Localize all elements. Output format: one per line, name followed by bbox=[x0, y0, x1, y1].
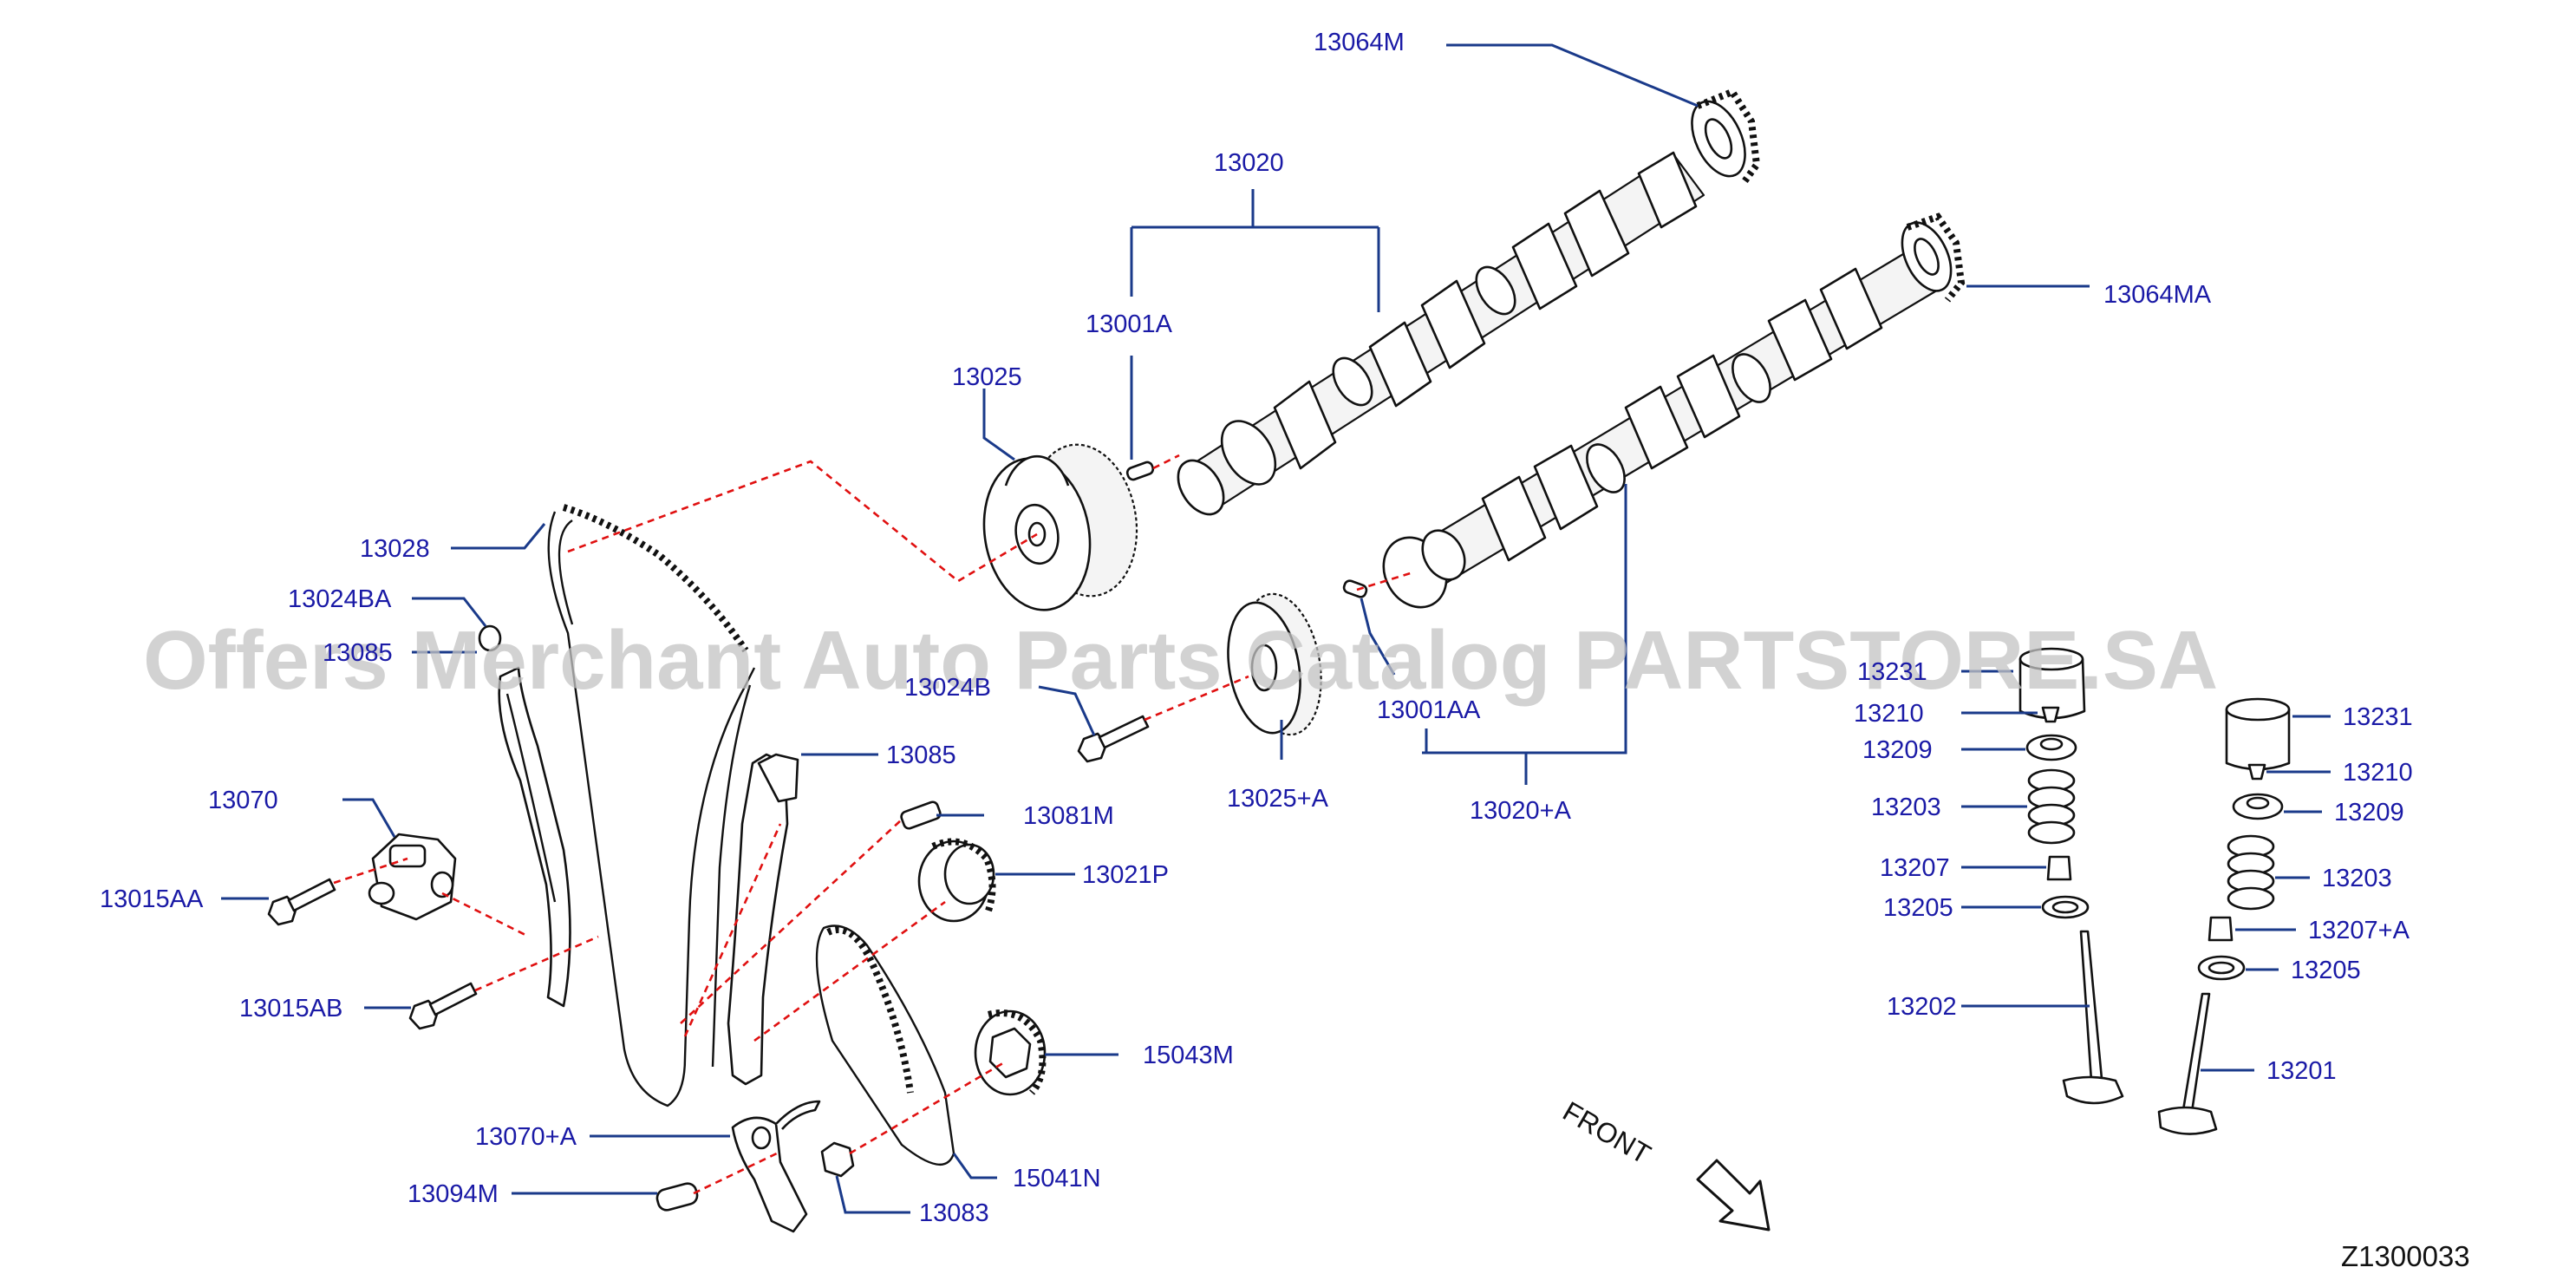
valve-collet-13210-left[interactable] bbox=[2041, 706, 2060, 723]
label-13210[interactable]: 13210 bbox=[2343, 759, 2413, 787]
leader-lines bbox=[221, 43, 2331, 1214]
front-label: FRONT bbox=[1558, 1095, 1656, 1170]
chain-slack-guide-13085-left[interactable] bbox=[498, 666, 571, 1008]
assembly-lines bbox=[333, 454, 1414, 1195]
dowel-pin-13001A[interactable] bbox=[1125, 461, 1155, 481]
valve-spring-seat-13205-left[interactable] bbox=[2041, 895, 2090, 919]
valve-stem-seal-13207-A[interactable] bbox=[2208, 916, 2234, 942]
camshaft-sprocket-plate-13064MA[interactable] bbox=[1892, 212, 1966, 303]
label-13025-A[interactable]: 13025+A bbox=[1227, 785, 1329, 813]
valve-spring-retainer-13209-left[interactable] bbox=[2025, 734, 2077, 761]
label-13203[interactable]: 13203 bbox=[2322, 865, 2392, 892]
label-13231-left[interactable]: 13231 bbox=[1857, 658, 1927, 686]
bolt-13024B[interactable] bbox=[1077, 715, 1150, 763]
valve-lifter-13231[interactable] bbox=[2225, 697, 2291, 771]
valve-spring-13203-left[interactable] bbox=[2027, 768, 2076, 845]
label-15043M[interactable]: 15043M bbox=[1143, 1042, 1234, 1069]
intake-valve-13201[interactable] bbox=[2157, 992, 2218, 1135]
chain-tensioner-lever-13070-A[interactable] bbox=[731, 1100, 821, 1233]
label-13064M[interactable]: 13064M bbox=[1314, 29, 1405, 56]
watermark: Offers Merchant Auto Parts Catalog PARTS… bbox=[143, 614, 2218, 707]
valve-stem-seal-13207-left[interactable] bbox=[2046, 855, 2072, 881]
camshaft-sprocket-13025[interactable] bbox=[973, 436, 1149, 618]
label-13001A[interactable]: 13001A bbox=[1086, 310, 1173, 338]
label-13207-A[interactable]: 13207+A bbox=[2308, 917, 2410, 944]
stud-13081M[interactable] bbox=[900, 800, 942, 830]
label-13231[interactable]: 13231 bbox=[2343, 703, 2413, 731]
nut-13083[interactable] bbox=[820, 1141, 855, 1178]
camshaft-13020-A[interactable] bbox=[1372, 250, 1937, 618]
chain-tension-guide-13085[interactable] bbox=[727, 753, 799, 1086]
valve-spring-retainer-13209[interactable] bbox=[2232, 793, 2284, 820]
oil-pump-sprocket-15043M[interactable] bbox=[974, 1009, 1047, 1096]
label-13081M[interactable]: 13081M bbox=[1023, 802, 1114, 830]
diagram-id: Z1300033 bbox=[2341, 1240, 2470, 1272]
label-13015AB[interactable]: 13015AB bbox=[239, 995, 342, 1022]
bolt-13015AB[interactable] bbox=[408, 982, 478, 1030]
label-13024B[interactable]: 13024B bbox=[904, 674, 991, 702]
label-13210-left[interactable]: 13210 bbox=[1854, 700, 1924, 728]
label-13209[interactable]: 13209 bbox=[2334, 799, 2404, 826]
exhaust-valve-13202[interactable] bbox=[2062, 930, 2124, 1105]
front-arrow-icon bbox=[1696, 1159, 1771, 1231]
front-direction-indicator: FRONT bbox=[1558, 1095, 1771, 1231]
label-13020-A[interactable]: 13020+A bbox=[1470, 797, 1572, 825]
label-13201[interactable]: 13201 bbox=[2266, 1057, 2337, 1085]
valve-collet-13210[interactable] bbox=[2247, 763, 2266, 781]
label-13205-left[interactable]: 13205 bbox=[1883, 894, 1953, 922]
label-13083[interactable]: 13083 bbox=[919, 1199, 989, 1227]
label-13070[interactable]: 13070 bbox=[208, 787, 278, 814]
chain-tensioner-13070[interactable] bbox=[368, 833, 457, 921]
label-13025[interactable]: 13025 bbox=[952, 363, 1022, 391]
spring-13094M[interactable] bbox=[655, 1181, 700, 1212]
label-13070-A[interactable]: 13070+A bbox=[475, 1123, 577, 1151]
label-13209-left[interactable]: 13209 bbox=[1862, 736, 1933, 764]
label-13024BA[interactable]: 13024BA bbox=[288, 585, 392, 613]
label-13001AA[interactable]: 13001AA bbox=[1377, 696, 1481, 724]
timing-chain-13028[interactable] bbox=[547, 504, 756, 1107]
label-13202[interactable]: 13202 bbox=[1887, 993, 1957, 1021]
label-13085-left[interactable]: 13085 bbox=[323, 639, 393, 667]
crankshaft-sprocket-13021P[interactable] bbox=[917, 838, 996, 923]
label-13020[interactable]: 13020 bbox=[1214, 149, 1284, 177]
label-13203-left[interactable]: 13203 bbox=[1871, 794, 1941, 821]
label-13207[interactable]: 13207 bbox=[1880, 854, 1950, 882]
label-13205[interactable]: 13205 bbox=[2291, 957, 2361, 984]
part-labels: 13064M 13020 13064MA 13001A 13025 13028 … bbox=[100, 29, 2413, 1227]
label-13064MA[interactable]: 13064MA bbox=[2103, 281, 2212, 309]
valve-spring-seat-13205[interactable] bbox=[2197, 955, 2246, 981]
label-13021P[interactable]: 13021P bbox=[1082, 861, 1169, 889]
camshaft-13020[interactable] bbox=[1169, 151, 1705, 522]
label-13028[interactable]: 13028 bbox=[360, 535, 430, 563]
camshaft-sprocket-plate-13064M[interactable] bbox=[1681, 88, 1761, 186]
bolt-13015AA[interactable] bbox=[267, 878, 336, 926]
label-13085[interactable]: 13085 bbox=[886, 741, 956, 769]
label-13094M[interactable]: 13094M bbox=[408, 1180, 499, 1208]
bolt-13024BA[interactable] bbox=[478, 624, 502, 652]
camshaft-sprocket-13025-A[interactable] bbox=[1218, 588, 1331, 741]
label-15041N[interactable]: 15041N bbox=[1013, 1165, 1101, 1192]
oil-pump-chain-15041N[interactable] bbox=[815, 924, 955, 1166]
label-13015AA[interactable]: 13015AA bbox=[100, 885, 204, 913]
valve-spring-13203[interactable] bbox=[2227, 834, 2275, 911]
dowel-pin-13001AA[interactable] bbox=[1342, 579, 1368, 598]
